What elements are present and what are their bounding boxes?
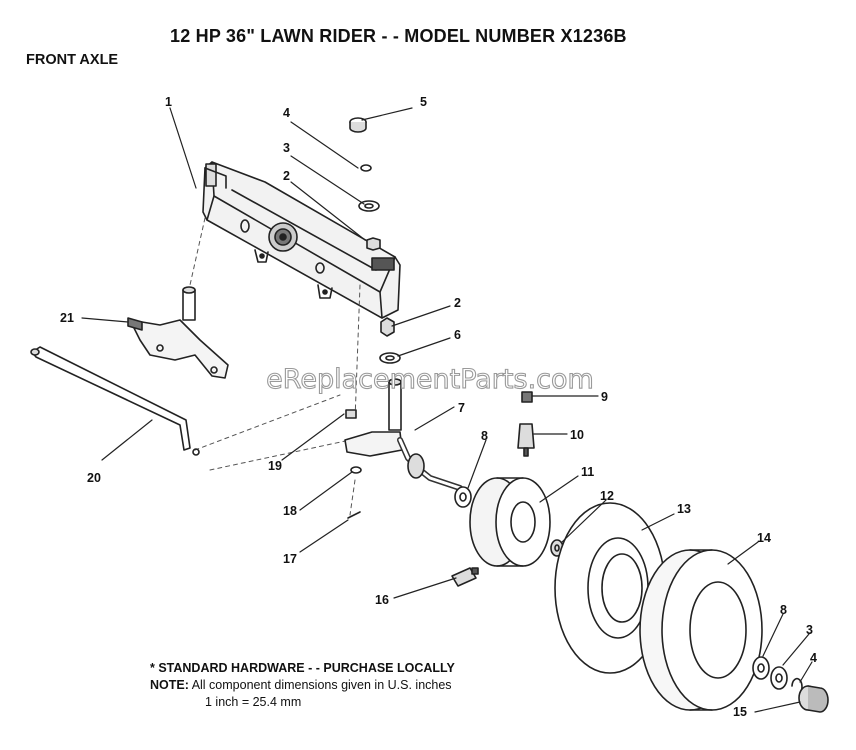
callout-3-outer: 3 xyxy=(806,623,813,637)
callout-16: 16 xyxy=(375,593,389,607)
spindle xyxy=(344,378,463,491)
callout-2: 2 xyxy=(283,169,290,183)
watermark-text: eReplacementParts.com xyxy=(266,364,594,395)
callout-11: 11 xyxy=(581,465,594,479)
front-wheel-assembly xyxy=(639,549,763,711)
drag-link xyxy=(30,346,200,456)
hub-cap-top xyxy=(349,117,367,133)
flat-washer-lower xyxy=(379,352,401,364)
callout-1: 1 xyxy=(165,95,172,109)
bearing-top xyxy=(366,237,381,251)
callout-8: 8 xyxy=(481,429,488,443)
lock-washer xyxy=(350,466,362,474)
callout-labels: 1 4 5 3 2 21 2 6 20 9 7 19 8 10 11 18 12… xyxy=(60,95,817,719)
callout-20: 20 xyxy=(87,471,101,485)
wheel-rim xyxy=(469,477,551,567)
notes-block: * STANDARD HARDWARE - - PURCHASE LOCALLY… xyxy=(150,660,455,711)
outer-washer xyxy=(752,656,770,680)
callout-4-outer: 4 xyxy=(810,651,817,665)
callout-6: 6 xyxy=(454,328,461,342)
axle-beam xyxy=(202,161,401,319)
thrust-washer xyxy=(454,486,472,508)
bearing-lower xyxy=(380,317,395,337)
callout-7: 7 xyxy=(458,401,465,415)
valve-stem xyxy=(451,567,479,587)
callout-15: 15 xyxy=(733,705,747,719)
retaining-ring-top xyxy=(360,164,372,172)
callout-10: 10 xyxy=(570,428,584,442)
callout-3: 3 xyxy=(283,141,290,155)
callout-5: 5 xyxy=(420,95,427,109)
callout-8-outer: 8 xyxy=(780,603,787,617)
callout-19: 19 xyxy=(268,459,282,473)
conversion-note: 1 inch = 25.4 mm xyxy=(205,695,302,709)
standard-hardware-note: * STANDARD HARDWARE - - PURCHASE LOCALLY xyxy=(150,661,455,675)
steering-bracket xyxy=(127,286,229,379)
callout-12: 12 xyxy=(600,489,614,503)
page-title: 12 HP 36" LAWN RIDER - - MODEL NUMBER X1… xyxy=(170,26,627,46)
callout-21: 21 xyxy=(60,311,74,325)
note-label: NOTE: xyxy=(150,678,189,692)
cotter-pin xyxy=(347,511,361,519)
callout-9: 9 xyxy=(601,390,608,404)
callout-13: 13 xyxy=(677,502,691,516)
hub-cap xyxy=(798,685,829,713)
callout-14: 14 xyxy=(757,531,771,545)
callout-2-lower: 2 xyxy=(454,296,461,310)
callout-4: 4 xyxy=(283,106,290,120)
section-title: FRONT AXLE xyxy=(26,52,119,68)
screw xyxy=(345,409,357,419)
note-text: All component dimensions given in U.S. i… xyxy=(191,678,452,692)
wheel-stud xyxy=(517,423,535,457)
outer-flat-washer xyxy=(770,666,788,690)
callout-18: 18 xyxy=(283,504,297,518)
grease-fitting xyxy=(521,391,533,403)
callout-17: 17 xyxy=(283,552,297,566)
